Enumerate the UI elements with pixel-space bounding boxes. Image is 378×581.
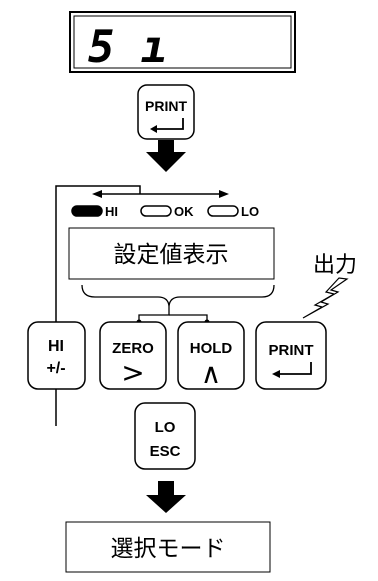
print-key-right-label: PRINT (269, 342, 314, 359)
hold-key[interactable]: HOLD ∧ (177, 321, 245, 390)
brace (81, 284, 275, 307)
hi-key[interactable]: HI +/- (27, 321, 86, 390)
indicator-lo: LO (207, 204, 259, 219)
print-key-right[interactable]: PRINT (255, 321, 327, 390)
print-key-top[interactable]: PRINT (137, 84, 195, 140)
indicator-ok-label: OK (174, 204, 194, 219)
lightning-icon (302, 277, 349, 319)
mode-box-text: 選択モード (111, 536, 226, 562)
print-key-top-label: PRINT (145, 98, 187, 114)
hi-loop-line (55, 185, 141, 426)
enter-arrow-icon (150, 118, 184, 133)
display-digits: 5 ı (88, 22, 167, 73)
zero-key-line2: > (121, 356, 144, 389)
indicator-hi-label: HI (105, 204, 118, 219)
zero-key[interactable]: ZERO > (99, 321, 167, 390)
double-arrow (92, 190, 229, 198)
hold-key-line2: ∧ (201, 357, 222, 390)
hi-key-line1: HI (48, 338, 64, 355)
output-label: 出力 (313, 253, 357, 278)
hold-key-line1: HOLD (190, 340, 233, 357)
zero-key-line1: ZERO (112, 340, 154, 357)
enter-arrow-icon (272, 362, 312, 378)
lo-key-line1: LO (155, 419, 176, 436)
hi-key-line2: +/- (46, 360, 65, 377)
indicator-row: HI OK LO (71, 204, 259, 219)
lcd-display: 5 ı (69, 11, 296, 73)
setpoint-box-text: 設定値表示 (114, 242, 229, 268)
lo-esc-key[interactable]: LO ESC (134, 402, 196, 470)
down-arrow-1 (146, 140, 186, 172)
indicator-ok: OK (140, 204, 194, 219)
indicator-hi: HI (71, 204, 118, 219)
mode-box: 選択モード (65, 521, 271, 573)
lo-key-line2: ESC (150, 443, 181, 460)
setpoint-box: 設定値表示 (68, 227, 275, 280)
down-arrow-2 (146, 481, 186, 513)
indicator-lo-label: LO (241, 204, 259, 219)
